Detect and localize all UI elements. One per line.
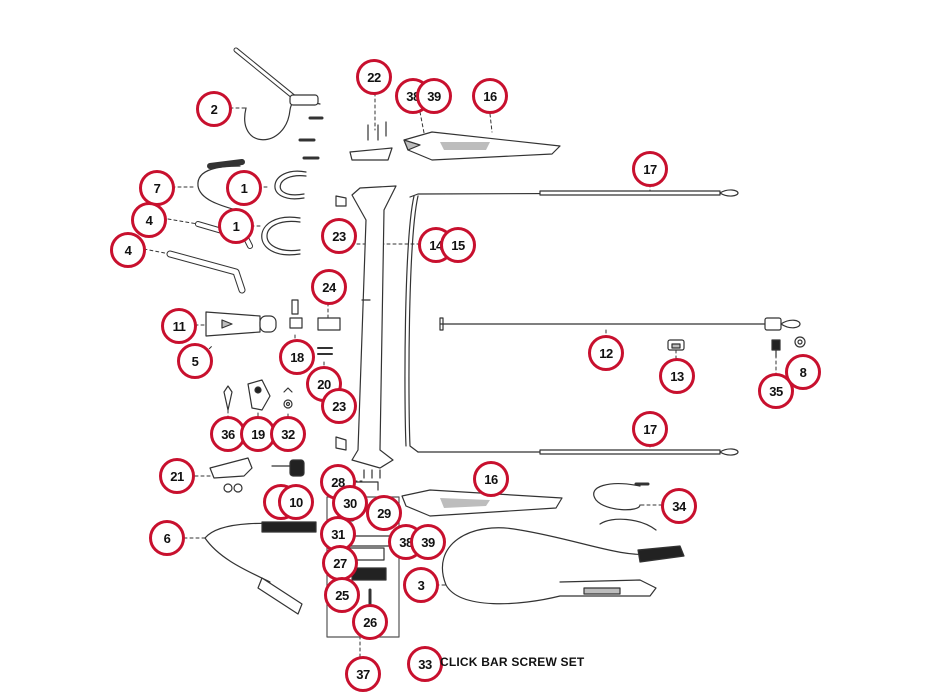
callout-34[interactable]: 34 [661, 488, 697, 524]
callout-4-lower[interactable]: 4 [110, 232, 146, 268]
part-2-leash-cable [233, 47, 324, 160]
part-6-cable [204, 521, 317, 615]
callout-3[interactable]: 3 [403, 567, 439, 603]
part-11-swivel [205, 311, 277, 337]
callout-30[interactable]: 30 [332, 485, 368, 521]
part-1-bridle-lower [261, 216, 301, 256]
part-20-pins [317, 347, 333, 355]
part-3-leash-loop [441, 527, 685, 605]
part-35-fitting [771, 339, 781, 358]
callout-24[interactable]: 24 [311, 269, 347, 305]
part-12-depower-line [439, 317, 801, 331]
part-9-10-key [271, 459, 305, 477]
part-21-saddle [209, 457, 253, 493]
part-19-plate [247, 379, 271, 411]
callout-23-lower[interactable]: 23 [321, 388, 357, 424]
callout-17-lower[interactable]: 17 [632, 411, 668, 447]
callout-11[interactable]: 11 [161, 308, 197, 344]
part-36-pin [223, 385, 233, 411]
callout-13[interactable]: 13 [659, 358, 695, 394]
callout-21[interactable]: 21 [159, 458, 195, 494]
callout-22[interactable]: 22 [356, 59, 392, 95]
part-17-line-lower [417, 448, 739, 456]
callout-37[interactable]: 37 [345, 656, 381, 692]
part-18-block [289, 299, 303, 329]
callout-1-upper[interactable]: 1 [226, 170, 262, 206]
callout-18[interactable]: 18 [279, 339, 315, 375]
callout-27[interactable]: 27 [322, 545, 358, 581]
part-34-lanyard [593, 482, 657, 531]
callout-16-lower[interactable]: 16 [473, 461, 509, 497]
callout-25[interactable]: 25 [324, 577, 360, 613]
part-17-line-upper [409, 189, 739, 198]
callout-7[interactable]: 7 [139, 170, 175, 206]
callout-17-top[interactable]: 17 [632, 151, 668, 187]
callout-6[interactable]: 6 [149, 520, 185, 556]
part-1-bridle-upper [274, 170, 307, 200]
part-16-float-lower [401, 489, 563, 517]
part-14-frame [335, 185, 397, 469]
callout-23-upper[interactable]: 23 [321, 218, 357, 254]
part-22-bracket [349, 121, 393, 161]
callout-10[interactable]: 10 [278, 484, 314, 520]
part-16-float-top [403, 131, 561, 161]
part-24-plate [317, 317, 341, 331]
callout-8[interactable]: 8 [785, 354, 821, 390]
callout-2[interactable]: 2 [196, 91, 232, 127]
callout-1-lower[interactable]: 1 [218, 208, 254, 244]
callout-39-top[interactable]: 39 [416, 78, 452, 114]
callout-26[interactable]: 26 [352, 604, 388, 640]
callout-16-top[interactable]: 16 [472, 78, 508, 114]
callout-33[interactable]: 33 [407, 646, 443, 682]
callout-39-lower[interactable]: 39 [410, 524, 446, 560]
callout-29[interactable]: 29 [366, 495, 402, 531]
part-32-nut [283, 387, 293, 409]
callout-5[interactable]: 5 [177, 343, 213, 379]
click-bar-screw-set-label: CLICK BAR SCREW SET [440, 655, 585, 669]
callout-12[interactable]: 12 [588, 335, 624, 371]
callout-4-upper[interactable]: 4 [131, 202, 167, 238]
part-frame-side [404, 195, 419, 453]
part-13-clip [667, 339, 685, 351]
callout-35[interactable]: 35 [758, 373, 794, 409]
callout-32[interactable]: 32 [270, 416, 306, 452]
part-8-ring [794, 336, 806, 348]
callout-15[interactable]: 15 [440, 227, 476, 263]
